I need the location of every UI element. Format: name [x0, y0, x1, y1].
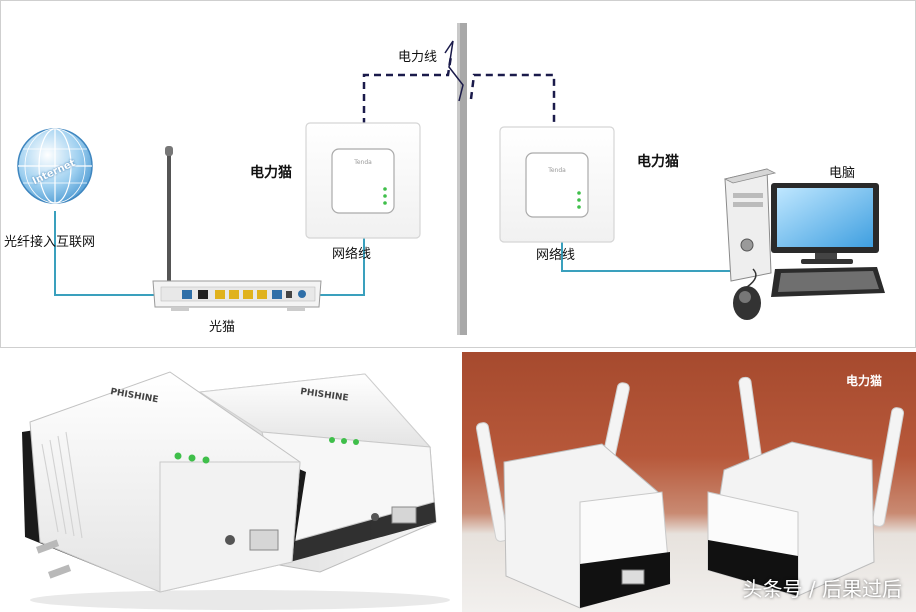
lan-right-label: 网络线: [536, 248, 576, 263]
watermark: 头条号 / 后果过后: [742, 577, 902, 601]
powerline-break: [444, 40, 464, 102]
powerline-cable: [362, 55, 556, 149]
modem-label: 光猫: [209, 320, 236, 335]
computer-label: 电脑: [829, 166, 856, 181]
photo-powerline-adapters-pair: PHISHINE PHISHINE: [0, 352, 458, 612]
plc-adapter-right: Tenda: [499, 126, 615, 243]
optical-modem-icon: [152, 146, 322, 311]
plc-right-brand: Tenda: [547, 167, 566, 174]
internet-globe-icon: [17, 128, 93, 204]
plc-adapter-left: Tenda: [305, 122, 421, 239]
wall: [457, 23, 467, 335]
photo-caption: 电力猫: [845, 374, 882, 388]
plc-left-brand: Tenda: [353, 159, 372, 166]
plc-left-label: 电力猫: [250, 165, 292, 181]
powerline-label: 电力线: [398, 50, 438, 65]
network-diagram: Tenda Tenda: [0, 0, 916, 348]
lan-left-label: 网络线: [332, 247, 372, 262]
computer-icon: [723, 168, 885, 320]
adapter-front: PHISHINE: [22, 371, 306, 593]
diagram-svg: Tenda Tenda: [17, 23, 885, 335]
wifi-adapter-right: [707, 441, 875, 597]
fiber-label: 光纤接入互联网: [4, 235, 96, 250]
wifi-adapters-illustration: [475, 376, 905, 609]
adapters-illustration: PHISHINE PHISHINE: [22, 371, 450, 610]
photo-wifi-powerline-adapters: 电力猫 头条号 / 后果过后: [462, 352, 916, 612]
plc-right-label: 电力猫: [637, 154, 679, 170]
wifi-adapter-left: [503, 443, 671, 609]
